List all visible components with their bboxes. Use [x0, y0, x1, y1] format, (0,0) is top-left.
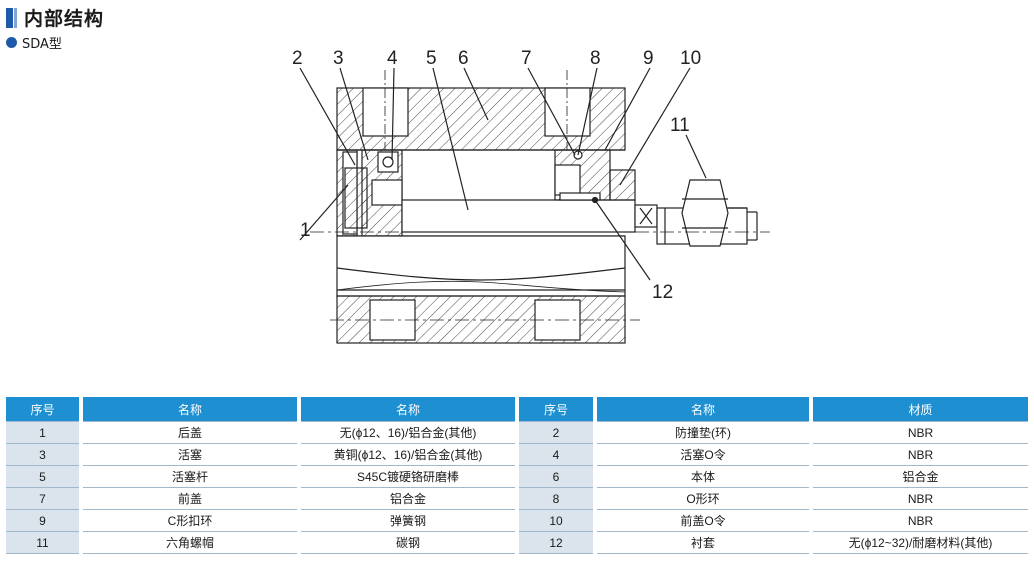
cell-material: 无(ϕ12~32)/耐磨材料(其他): [811, 531, 1028, 554]
callout-4: 4: [387, 48, 398, 69]
cell-name: 后盖: [81, 421, 301, 444]
cell-no: 2: [517, 421, 597, 444]
callout-11: 11: [670, 115, 690, 136]
right-port: [544, 87, 591, 137]
cell-name: 防撞垫(环): [595, 421, 813, 444]
header-bar-icon: [6, 7, 17, 28]
table-row: 3 活塞 黄铜(ϕ12、16)/铝合金(其他) 4 活塞O令 NBR: [6, 443, 1028, 466]
cell-no: 4: [517, 443, 597, 466]
model-subtitle: SDA型: [6, 33, 62, 52]
cell-material: NBR: [811, 487, 1028, 510]
cell-material: 黄铜(ϕ12、16)/铝合金(其他): [299, 443, 519, 466]
callout-12: 12: [652, 282, 673, 303]
table-row: 5 活塞杆 S45C镀硬铬研磨棒 6 本体 铝合金: [6, 465, 1028, 488]
col-header-no: 序号: [6, 397, 83, 422]
cell-no: 10: [517, 509, 597, 532]
cell-no: 7: [6, 487, 83, 510]
piston-rod: [401, 199, 636, 233]
cell-no: 3: [6, 443, 83, 466]
table-row: 7 前盖 铝合金 8 O形环 NBR: [6, 487, 1028, 510]
cell-material: NBR: [811, 421, 1028, 444]
table-row: 1 后盖 无(ϕ12、16)/铝合金(其他) 2 防撞垫(环) NBR: [6, 421, 1028, 444]
model-label: SDA型: [22, 37, 62, 52]
left-port: [362, 87, 409, 137]
col-header-material: 名称: [299, 397, 519, 422]
cell-no: 11: [6, 531, 83, 554]
cell-material: 无(ϕ12、16)/铝合金(其他): [299, 421, 519, 444]
cell-no: 8: [517, 487, 597, 510]
cell-material: 铝合金: [811, 465, 1028, 488]
col-header-material-2: 材质: [811, 397, 1028, 422]
lower-body: [336, 235, 626, 297]
cell-no: 12: [517, 531, 597, 554]
section-header: 内部结构: [6, 4, 104, 31]
callout-10: 10: [680, 48, 701, 69]
cell-material: S45C镀硬铬研磨棒: [299, 465, 519, 488]
cell-name: 本体: [595, 465, 813, 488]
callout-3: 3: [333, 48, 344, 69]
cylinder-cross-section-diagram: 1 2 3 4 5 6 7 8 9 10 11 12: [292, 48, 770, 344]
col-header-name: 名称: [81, 397, 301, 422]
table-row: 11 六角螺帽 碳钢 12 衬套 无(ϕ12~32)/耐磨材料(其他): [6, 531, 1028, 554]
table-row: 9 C形扣环 弹簧钢 10 前盖O令 NBR: [6, 509, 1028, 532]
cell-name: C形扣环: [81, 509, 301, 532]
cell-no: 9: [6, 509, 83, 532]
col-header-no-2: 序号: [517, 397, 597, 422]
cell-material: 铝合金: [299, 487, 519, 510]
cell-no: 1: [6, 421, 83, 444]
cell-material: 碳钢: [299, 531, 519, 554]
bullet-dot-icon: [6, 37, 17, 48]
callout-5: 5: [426, 48, 437, 69]
callout-9: 9: [643, 48, 654, 69]
cell-name: 六角螺帽: [81, 531, 301, 554]
cell-name: O形环: [595, 487, 813, 510]
cell-name: 前盖O令: [595, 509, 813, 532]
callout-6: 6: [458, 48, 469, 69]
callout-7: 7: [521, 48, 532, 69]
cell-name: 前盖: [81, 487, 301, 510]
cell-name: 活塞O令: [595, 443, 813, 466]
callout-2: 2: [292, 48, 303, 69]
callout-1: 1: [300, 220, 311, 241]
parts-table: 序号 名称 名称 序号 名称 材质 1 后盖 无(ϕ12、16)/铝合金(其他)…: [6, 397, 1028, 554]
table-header-row: 序号 名称 名称 序号 名称 材质: [6, 397, 1028, 422]
cell-name: 衬套: [595, 531, 813, 554]
cell-name: 活塞杆: [81, 465, 301, 488]
cell-name: 活塞: [81, 443, 301, 466]
col-header-name-2: 名称: [595, 397, 813, 422]
callout-8: 8: [590, 48, 601, 69]
cell-material: 弹簧钢: [299, 509, 519, 532]
section-title: 内部结构: [24, 8, 105, 30]
cell-material: NBR: [811, 509, 1028, 532]
cell-material: NBR: [811, 443, 1028, 466]
cell-no: 6: [517, 465, 597, 488]
cell-no: 5: [6, 465, 83, 488]
hex-nut: [681, 179, 729, 247]
